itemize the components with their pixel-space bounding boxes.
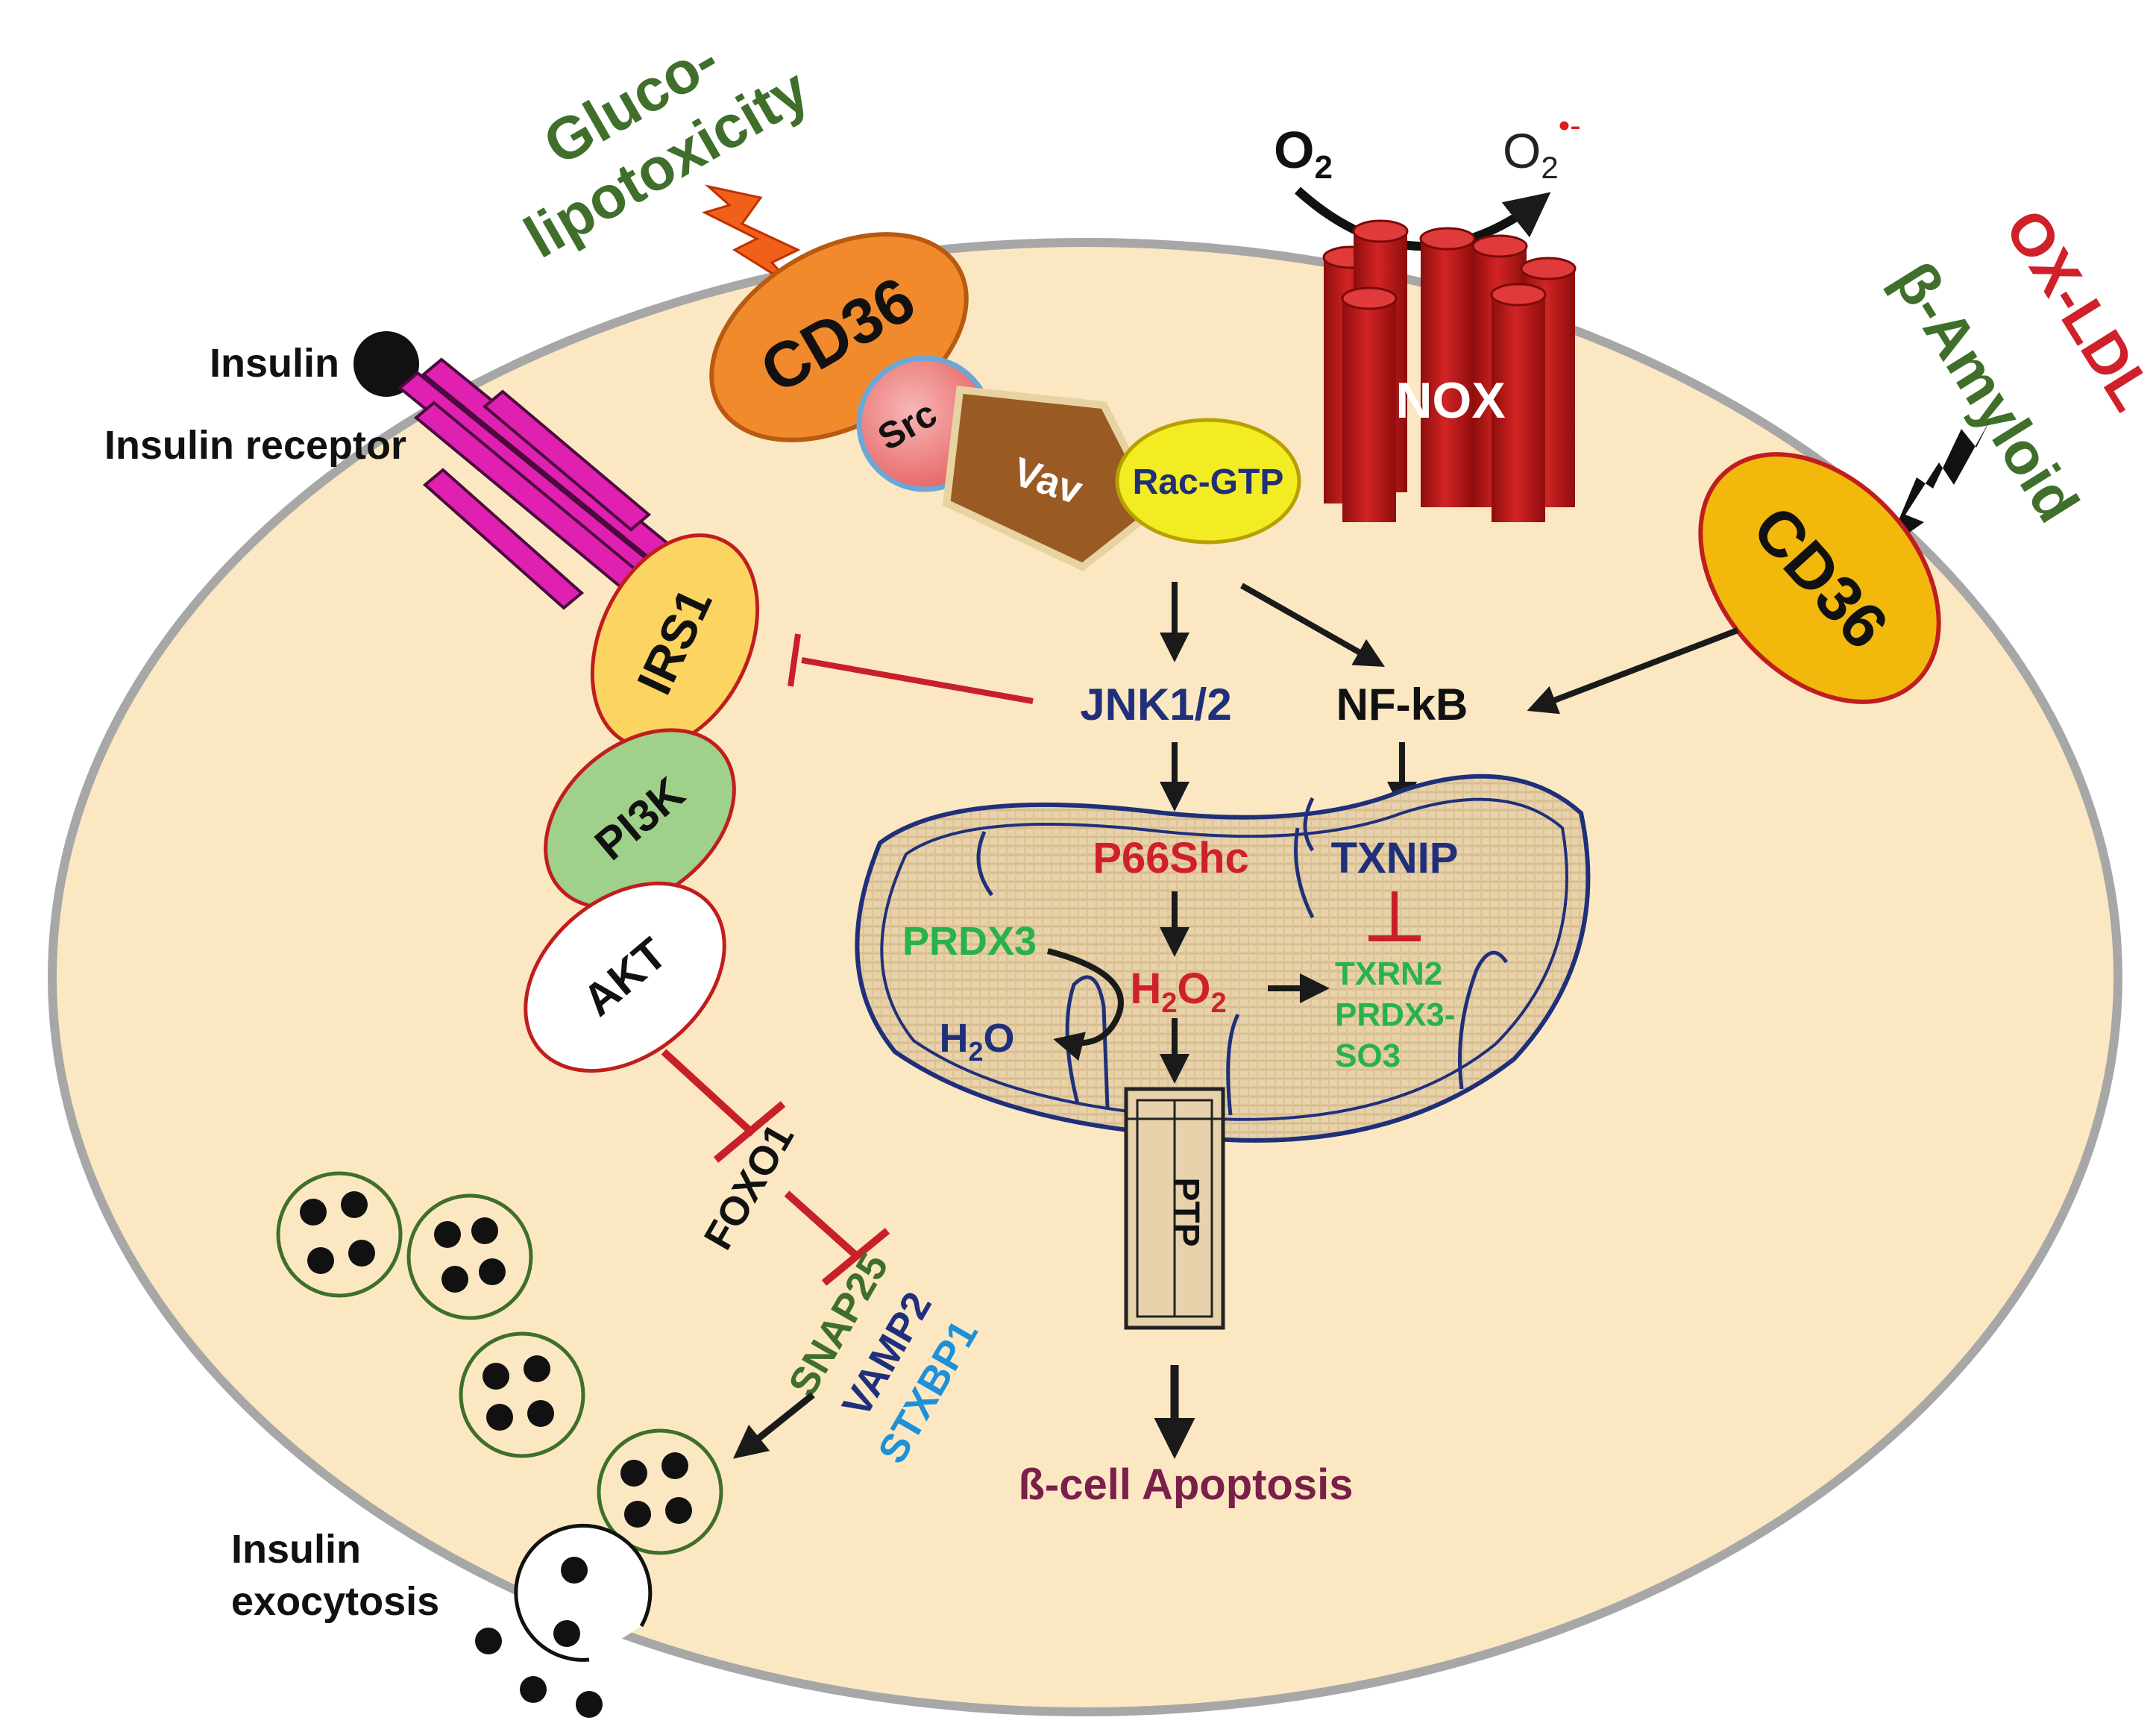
- prdx3-label: PRDX3: [902, 919, 1037, 964]
- irs1: IRS1: [590, 533, 760, 750]
- insulin-granule: [597, 1428, 723, 1555]
- cd36-to-nfkb-arrow: [1527, 627, 1739, 715]
- txnip-label: TXNIP: [1331, 834, 1459, 882]
- akt: AKT: [524, 881, 726, 1073]
- mitochondrion: [855, 774, 1591, 1143]
- o2-left-sub: 2: [1314, 149, 1332, 186]
- o2-right-o: O: [1503, 123, 1541, 178]
- h2o2-sub2: 2: [1211, 988, 1227, 1019]
- insulin-granule: [459, 1331, 585, 1458]
- crista: [1065, 975, 1110, 1108]
- insulin-ligand: [353, 331, 419, 397]
- h2o2-o: O: [1177, 964, 1210, 1013]
- exocytosing-granule: [475, 1523, 653, 1718]
- foxo1-inhibits-snap25: [784, 1190, 890, 1286]
- nox-cylinders: [1322, 219, 1577, 522]
- prdx3-so3-label-a: PRDX3-: [1335, 997, 1455, 1033]
- akt-inhibits-foxo1: [661, 1049, 786, 1163]
- insulin-label: Insulin: [210, 341, 339, 386]
- prdx3-so3-label-b: SO3: [1335, 1038, 1401, 1074]
- insulin-receptor: [397, 357, 683, 610]
- txrn2-label: TXRN2: [1335, 956, 1442, 992]
- ptp-pore: PTP: [1124, 1087, 1225, 1330]
- o2-right: O2•-: [1503, 107, 1581, 185]
- crista: [1294, 827, 1315, 919]
- apoptosis-label: ß-cell Apoptosis: [1019, 1460, 1354, 1509]
- exocytosis-label-2: exocytosis: [231, 1579, 439, 1624]
- rac-gtp: Rac-GTP: [1115, 418, 1301, 545]
- h2o2-sub1: 2: [1161, 988, 1177, 1019]
- h2o-sub: 2: [968, 1036, 983, 1067]
- jnk-inhibits-irs1: [788, 633, 1034, 704]
- o2-conversion-arrow: [1294, 186, 1551, 251]
- insulin-granule: [276, 1171, 403, 1298]
- jnk-label: JNK1/2: [1080, 680, 1231, 729]
- insulin-receptor-label: Insulin receptor: [104, 423, 406, 468]
- h2o-h: H: [939, 1016, 968, 1061]
- o2-right-sub: 2: [1541, 150, 1558, 185]
- crista: [1303, 797, 1315, 852]
- h2o-o: O: [984, 1016, 1015, 1061]
- vav: Vav: [942, 386, 1162, 571]
- p66shc-label: P66Shc: [1093, 834, 1249, 882]
- o2-left: O2: [1274, 121, 1333, 186]
- insulin-granule: [406, 1193, 533, 1320]
- exocytosis-label-1: Insulin: [231, 1527, 361, 1572]
- pi3k: PI3K: [544, 728, 736, 910]
- cd36-right: CD36: [1698, 452, 1941, 704]
- nox-label: NOX: [1395, 372, 1505, 429]
- txnip-inhibits-txrn2: [1368, 891, 1421, 941]
- h2o2-h: H: [1130, 964, 1161, 1013]
- o2-right-sup: •-: [1559, 107, 1581, 144]
- snare-to-vesicle-arrow: [732, 1392, 815, 1459]
- glucolipotoxicity-label: Gluco- lipotoxicity: [514, 25, 820, 270]
- ptp-label: PTP: [1166, 1177, 1206, 1246]
- rac-to-nfkb-arrow: [1240, 583, 1385, 667]
- h2o2-label: H2O2: [1130, 964, 1226, 1019]
- h2o-label: H2O: [939, 1016, 1014, 1067]
- crista: [976, 830, 994, 897]
- lightning-bolt-icon: [1887, 418, 1991, 548]
- prdx3-cycle-arrow: [1046, 948, 1124, 1061]
- nfkb-label: NF-kB: [1336, 680, 1468, 729]
- nox-complex: NOX: [1322, 219, 1577, 522]
- rac-gtp-label: Rac-GTP: [1133, 462, 1284, 502]
- crista: [1458, 950, 1509, 1090]
- crista: [1226, 1013, 1240, 1116]
- o2-left-o: O: [1274, 121, 1314, 179]
